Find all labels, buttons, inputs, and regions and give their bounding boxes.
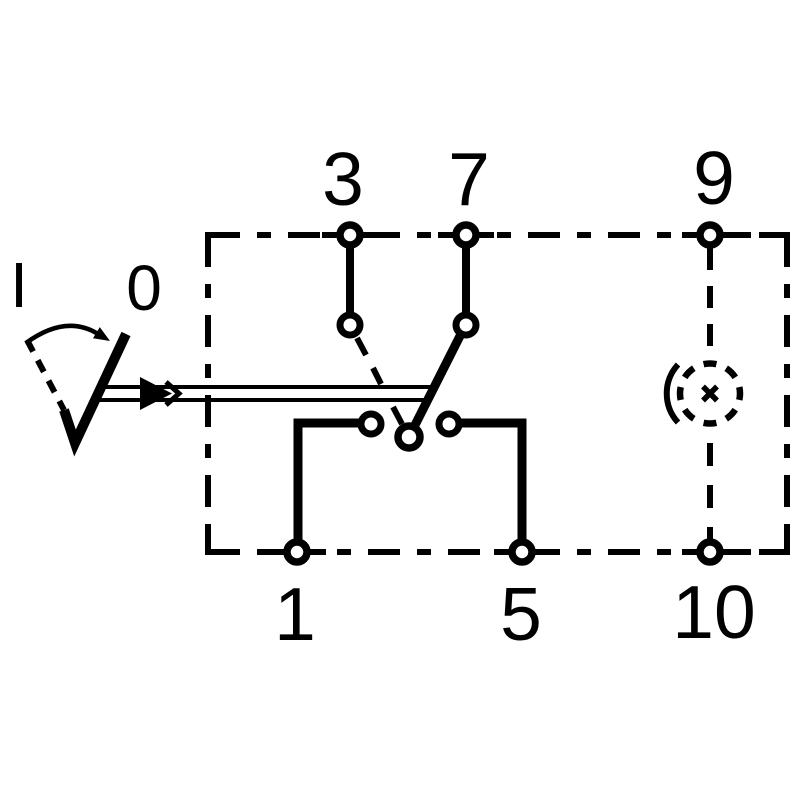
lamp-cross-stroke-2 xyxy=(701,384,719,403)
terminal-10-label: 10 xyxy=(672,570,755,654)
motion-arc xyxy=(24,323,100,345)
open-contact-dash-3 xyxy=(390,405,405,426)
terminal-9-label: 9 xyxy=(693,136,735,220)
contact-circle-7 xyxy=(452,311,480,339)
contact-circle-3 xyxy=(336,311,364,339)
output-conductor-left xyxy=(293,418,362,552)
pole-terminal-7 xyxy=(404,235,470,440)
contact-circles xyxy=(336,311,480,452)
toggle-motion-arc-arrow-icon xyxy=(24,323,110,345)
terminal-7-circle xyxy=(452,221,480,249)
terminal-10-circle xyxy=(696,538,724,566)
motion-arc-arrowhead xyxy=(93,327,110,341)
terminal-5-circle xyxy=(508,538,536,566)
output-conductor-right xyxy=(458,418,527,552)
terminal-1-circle xyxy=(283,538,311,566)
terminal-3-label: 3 xyxy=(322,137,364,221)
pivot-contact-circle xyxy=(394,422,424,452)
illumination-lamp-icon xyxy=(663,360,744,427)
position-on-label: I xyxy=(10,249,28,321)
housing-corner-top-left xyxy=(205,232,236,263)
arrow-head-chevron xyxy=(164,380,183,407)
pole-terminal-3 xyxy=(346,235,405,426)
lever-solid-position xyxy=(59,331,131,457)
open-contact-dash-1 xyxy=(354,336,369,357)
housing-corner-bottom-left xyxy=(205,524,236,555)
actuator-bar xyxy=(92,377,434,410)
lamp-dashed-circle xyxy=(676,360,744,427)
terminal-1-label: 1 xyxy=(274,572,316,656)
terminal-5-label: 5 xyxy=(500,572,542,656)
contact-circle-output-right xyxy=(435,410,463,438)
housing-corner-bottom-right xyxy=(759,524,790,555)
terminal-9-circle xyxy=(696,221,724,249)
contact-circle-output-left xyxy=(357,410,385,438)
position-off-label: 0 xyxy=(126,252,162,324)
terminal-3-circle xyxy=(336,221,364,249)
labels: 3 7 9 1 5 10 I 0 xyxy=(10,136,756,656)
open-contact-dash-2 xyxy=(370,366,384,386)
toggle-lever xyxy=(24,323,131,457)
arrow-head-triangle xyxy=(140,377,172,410)
lamp-left-arc xyxy=(663,362,681,425)
housing-corner-top-right xyxy=(759,232,790,263)
terminal-circles xyxy=(283,221,724,566)
lever-dashed-position xyxy=(24,338,67,412)
moving-contact-blade xyxy=(404,327,468,440)
actuator-direction-arrow-icon xyxy=(140,377,183,410)
common-output-conductor xyxy=(293,418,527,552)
terminal-7-label: 7 xyxy=(448,137,490,221)
